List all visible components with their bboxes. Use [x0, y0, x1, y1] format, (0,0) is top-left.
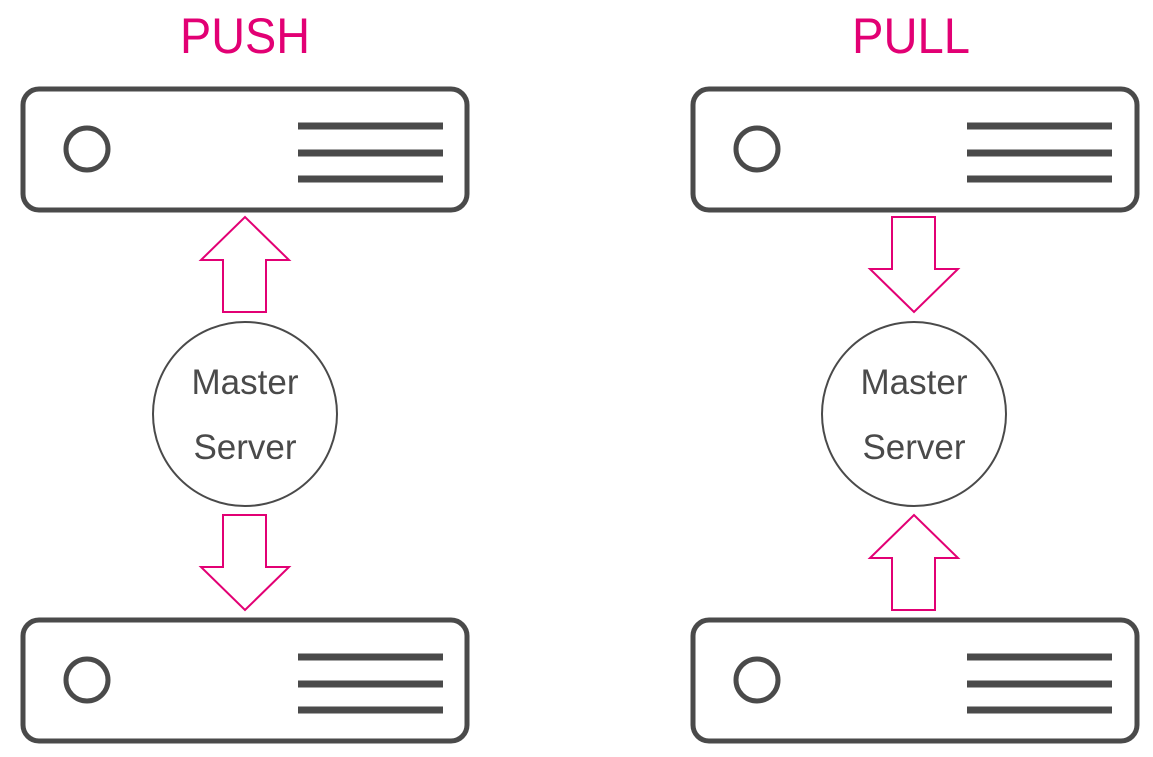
master-server-label-line1: Master [192, 363, 299, 402]
server-icon [20, 86, 470, 213]
master-server-label-line1: Master [861, 363, 968, 402]
server-icon [20, 617, 470, 744]
push-panel: PUSH Master Server [20, 8, 470, 744]
server-icon [690, 617, 1140, 744]
master-server-label-line2: Server [862, 428, 965, 467]
push-title: PUSH [180, 8, 310, 64]
server-power-icon [63, 656, 111, 704]
server-power-icon [63, 125, 111, 173]
arrow-down-icon [867, 216, 961, 314]
server-power-icon [733, 125, 781, 173]
pull-title: PULL [852, 8, 970, 64]
arrow-down-icon [198, 514, 292, 612]
server-icon [690, 86, 1140, 213]
master-server-node: Master Server [821, 321, 1007, 507]
master-server-node: Master Server [152, 321, 338, 507]
server-power-icon [733, 656, 781, 704]
master-server-label-line2: Server [193, 428, 296, 467]
pull-panel: PULL Master Server [690, 8, 1140, 744]
arrow-up-icon [198, 215, 292, 313]
arrow-up-icon [867, 513, 961, 611]
